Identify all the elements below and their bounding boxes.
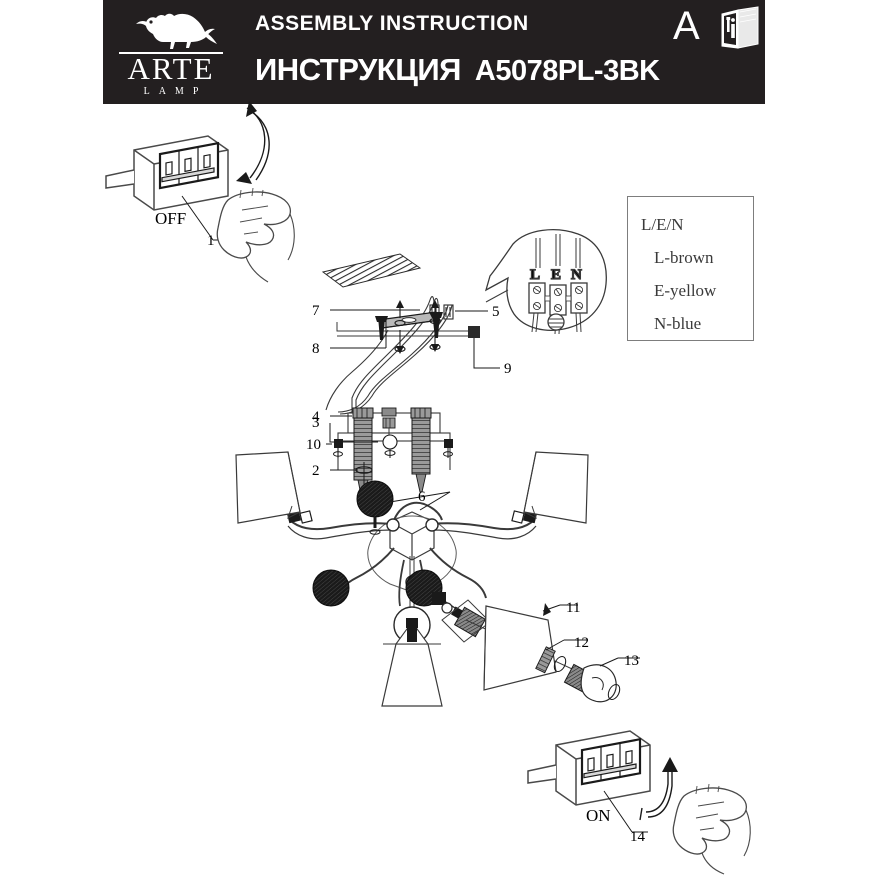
callout-8: 8 — [312, 341, 320, 357]
ceiling-plate-assembly: 7 8 — [312, 300, 443, 357]
chandelier-body: 6 — [235, 451, 589, 707]
wiring-legend-box: L/E/N L-brown E-yellow N-blue — [627, 196, 754, 341]
mains-switch-on-group — [527, 730, 651, 833]
hand-pointing-icon-off — [216, 187, 295, 283]
callout-11: 11 — [566, 600, 580, 616]
legend-line-len: L/E/N — [641, 215, 684, 234]
callout-6: 6 — [418, 489, 426, 505]
exploded-shade-assembly: 11 12 13 — [432, 592, 640, 703]
light-bulb — [563, 663, 617, 703]
terminal-label-L: L — [530, 267, 540, 283]
callout-12: 12 — [574, 635, 589, 651]
callout-9: 9 — [504, 361, 512, 377]
winged-lion-logo-icon — [136, 13, 217, 49]
decorative-ball-top — [356, 480, 394, 518]
terminal-label-N: N — [571, 267, 582, 283]
callout-5: 5 — [492, 304, 500, 320]
screw-cap-left — [334, 439, 343, 448]
mains-switch-off-group — [105, 135, 229, 241]
title-english: ASSEMBLY INSTRUCTION — [255, 12, 529, 35]
terminal-block-detail: L E N — [484, 229, 607, 335]
title-russian: ИНСТРУКЦИЯ — [255, 52, 461, 87]
legend-line-live: L-brown — [654, 248, 714, 267]
curved-arrow-down-icon — [236, 101, 270, 184]
curved-arrow-up-icon — [639, 757, 678, 821]
switch-on-state-label: ON — [586, 806, 611, 825]
legend-line-earth: E-yellow — [654, 281, 717, 300]
instruction-book-icon — [721, 6, 759, 49]
callout-13: 13 — [624, 653, 639, 669]
callout-10: 10 — [306, 437, 321, 453]
screw-cap-right — [444, 439, 453, 448]
callout-14: 14 — [630, 829, 646, 845]
title-russian-row: ИНСТРУКЦИЯ A5078PL-3BK — [255, 52, 660, 88]
terminal-connector-9 — [468, 326, 480, 338]
ceiling-plate-hatched — [321, 253, 422, 288]
brand-subname: LAMP — [143, 86, 208, 97]
mounting-bracket-assembly: 4 3 10 2 — [306, 407, 453, 501]
brand-name: ARTE — [127, 51, 215, 86]
callout-2: 2 — [312, 463, 320, 479]
model-number: A5078PL-3BK — [474, 55, 660, 87]
decorative-ball-left — [312, 569, 350, 607]
callout-3: 3 — [312, 415, 320, 431]
terminal-label-E: E — [551, 267, 561, 283]
switch-off-state-label: OFF — [155, 209, 186, 228]
callout-1: 1 — [207, 233, 215, 249]
legend-line-neutral: N-blue — [654, 314, 702, 333]
shade-exploded — [483, 605, 557, 691]
hand-pointing-icon-on — [672, 783, 751, 875]
brand-logo: ARTE LAMP — [111, 2, 231, 102]
logo-divider-rule — [119, 52, 223, 54]
callout-7: 7 — [312, 303, 320, 319]
callout-4: 4 — [312, 409, 320, 425]
section-letter: A — [673, 4, 700, 48]
shade-bottom — [381, 643, 443, 707]
header-band: ARTE LAMP ASSEMBLY INSTRUCTION ИНСТРУКЦИ… — [103, 0, 765, 104]
